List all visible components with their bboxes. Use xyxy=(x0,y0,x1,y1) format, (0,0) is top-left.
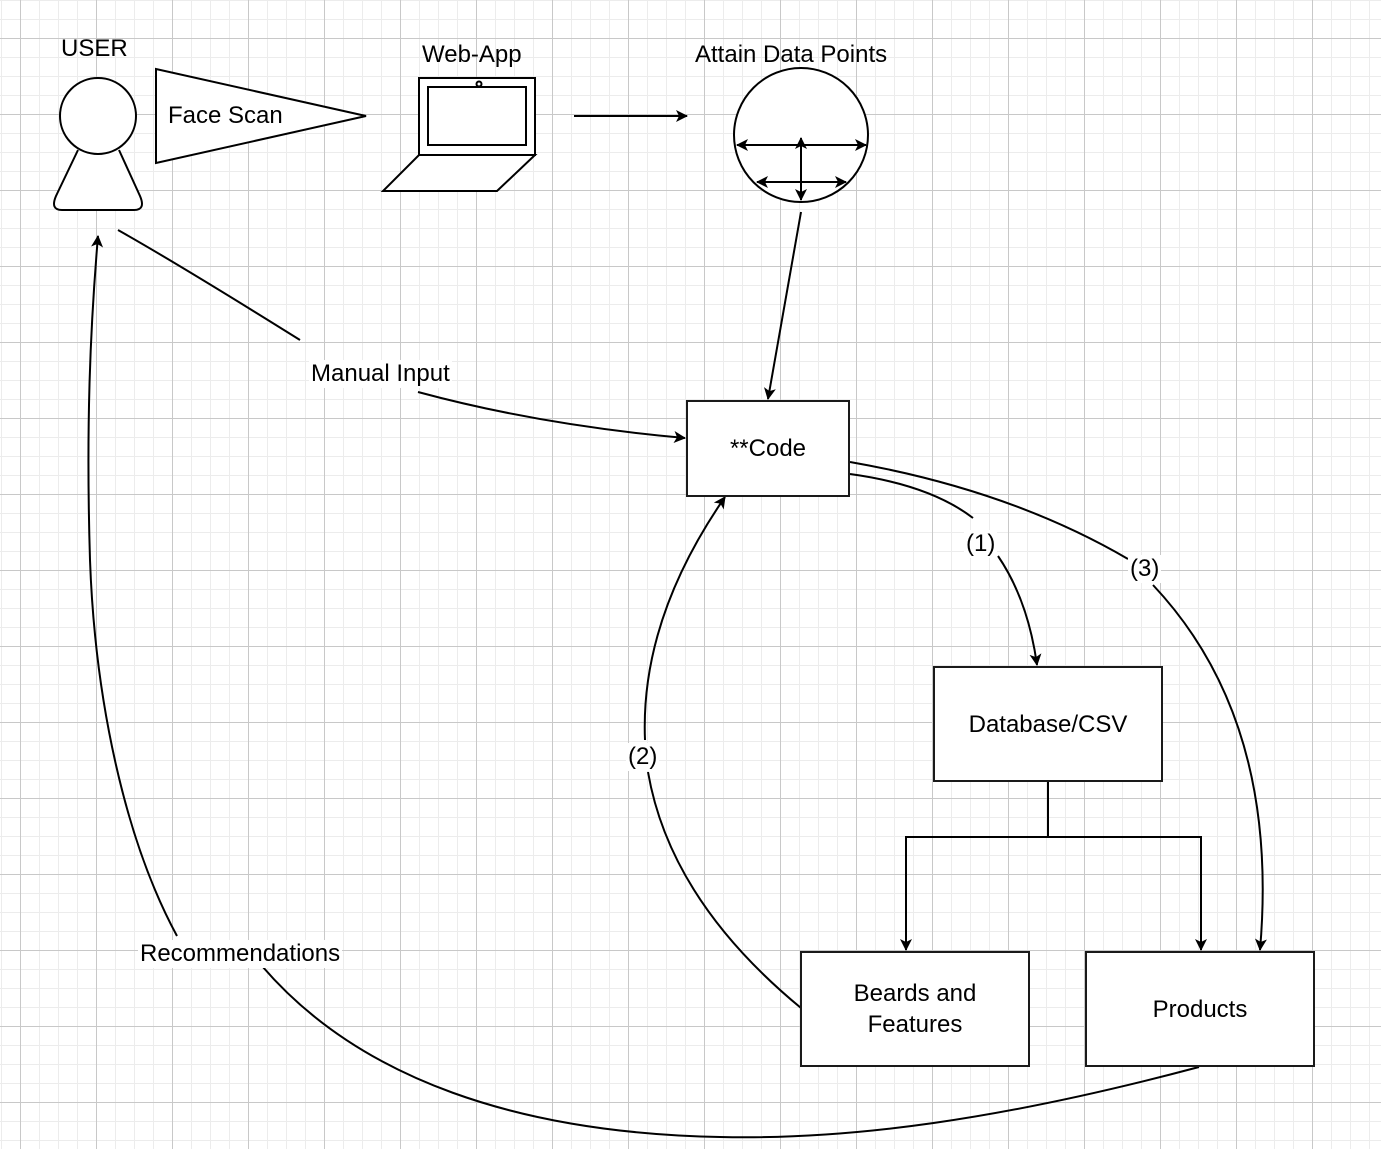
face-scan-shape[interactable] xyxy=(155,67,367,165)
edge-recommendations-end xyxy=(87,235,178,937)
attain-data-points-label: Attain Data Points xyxy=(695,41,888,68)
edge-manual-input xyxy=(117,229,301,341)
step1-label: (1) xyxy=(964,530,998,558)
edge-manual-input-end xyxy=(417,391,686,443)
recommendations-label: Recommendations xyxy=(138,940,343,968)
laptop-screen xyxy=(427,86,527,146)
edge-database-to-products xyxy=(1048,836,1207,951)
user-icon-body xyxy=(53,149,143,211)
step2-label: (2) xyxy=(626,743,660,771)
edge-step2-end xyxy=(643,496,726,741)
edge-step3-end xyxy=(1152,584,1267,951)
user-label: USER xyxy=(61,35,128,62)
user-icon-head xyxy=(59,77,137,155)
edge-step2-start xyxy=(647,771,802,1009)
beards-features-node[interactable]: Beards and Features xyxy=(800,951,1030,1067)
edge-database-to-beards xyxy=(900,836,1048,951)
products-node[interactable]: Products xyxy=(1085,951,1315,1067)
edge-step1-start xyxy=(849,473,974,519)
laptop-camera xyxy=(475,80,483,88)
face-scan-label: Face Scan xyxy=(168,102,283,129)
beards-features-label-line1: Beards and xyxy=(853,980,977,1007)
edge-points-to-code xyxy=(764,211,802,400)
edge-recommendations xyxy=(261,965,1200,1139)
edge-step1-end xyxy=(997,555,1042,666)
code-node-label: **Code xyxy=(729,435,807,462)
manual-input-label: Manual Input xyxy=(309,360,452,388)
face-measurement-icon[interactable] xyxy=(733,67,869,203)
database-node-label: Database/CSV xyxy=(968,710,1128,738)
edge-step3-start xyxy=(849,461,1129,560)
face-outline xyxy=(733,67,869,203)
code-node[interactable]: **Code xyxy=(686,400,850,497)
user-icon[interactable] xyxy=(53,77,143,211)
beards-features-label-line2: Features xyxy=(867,1011,963,1038)
database-node[interactable]: Database/CSV xyxy=(933,666,1163,782)
step3-label: (3) xyxy=(1128,555,1162,583)
laptop-base xyxy=(380,154,538,192)
web-app-label: Web-App xyxy=(422,41,522,68)
products-node-label: Products xyxy=(1152,995,1248,1023)
laptop-icon[interactable] xyxy=(380,77,538,192)
